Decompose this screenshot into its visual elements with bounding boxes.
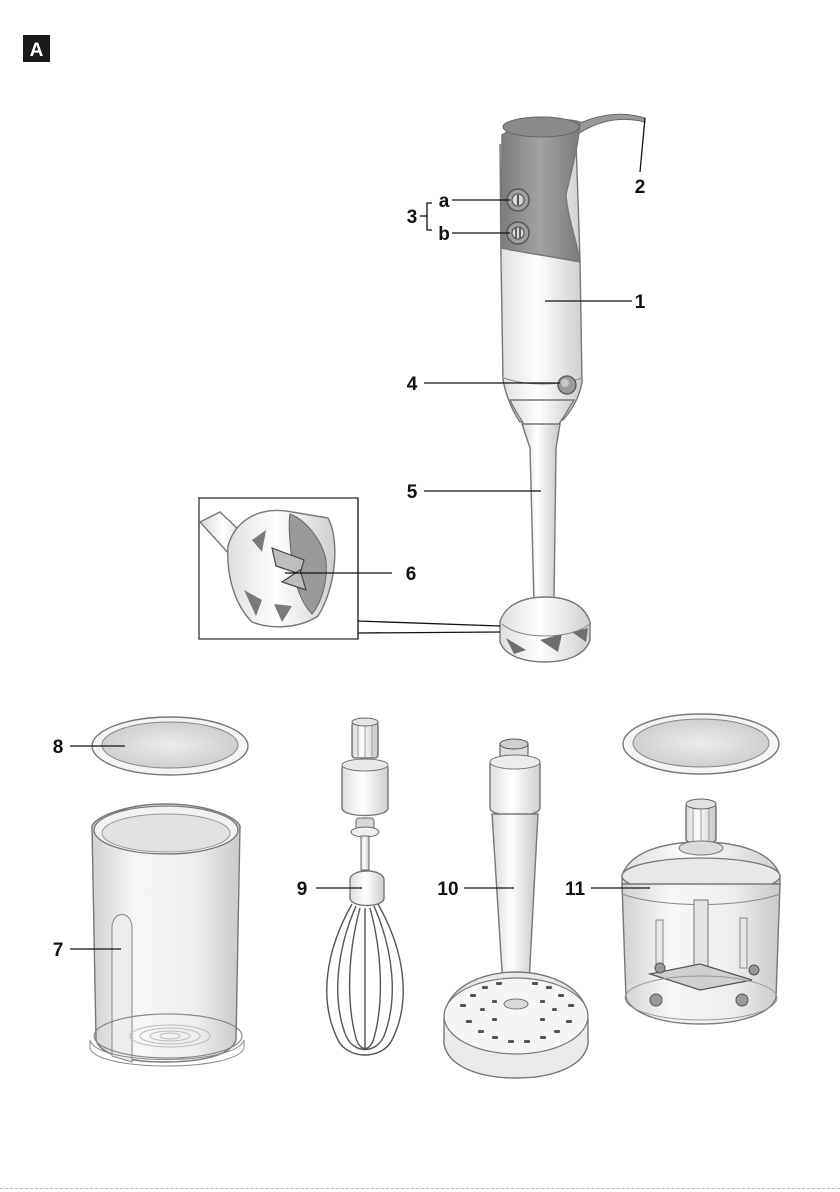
label-3a: a [439,191,450,212]
page-edge-divider [0,1188,840,1189]
label-3: 3 [407,207,418,228]
hand-blender [500,114,645,662]
motor-unit-top [503,117,579,137]
label-8: 8 [53,737,64,758]
label-4: 4 [407,374,418,395]
blender-shaft [522,424,560,602]
figure-badge: A [23,35,50,62]
label-9: 9 [297,879,308,900]
power-cable [570,114,645,134]
measuring-beaker [90,804,244,1066]
whisk-attachment [327,718,403,1055]
label-5: 5 [407,482,418,503]
label-10: 10 [437,879,458,900]
label-6: 6 [406,564,417,585]
speed-button-a[interactable] [507,189,529,211]
label-2: 2 [635,177,646,198]
release-button[interactable] [558,376,576,394]
label-1: 1 [635,292,646,313]
label-11: 11 [565,879,586,900]
label-3b: b [438,224,450,245]
potato-masher [444,739,588,1078]
label-7: 7 [53,940,64,961]
blade-detail-inset [199,498,358,639]
speed-button-b[interactable] [507,222,529,244]
chopper-bowl [622,799,780,1024]
chopper-lid [623,714,779,774]
figure-badge-label: A [30,40,44,61]
